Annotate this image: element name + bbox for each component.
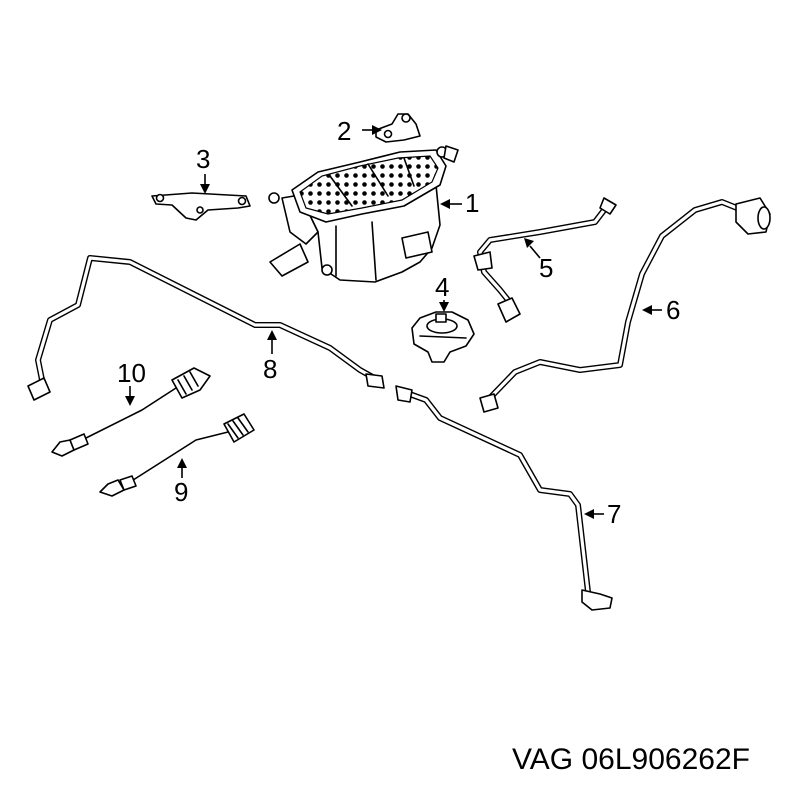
- short-hose: [473, 197, 617, 323]
- rear-sensor-pipe: [395, 385, 613, 611]
- long-hose: [479, 197, 771, 413]
- callout-10: 10: [117, 358, 146, 388]
- oxygen-sensor-lower: [99, 413, 255, 497]
- callout-6: 6: [666, 295, 680, 325]
- callout-3: 3: [196, 144, 210, 174]
- callout-7: 7: [607, 499, 621, 529]
- callout-2: 2: [337, 116, 351, 146]
- callout-leaders: [125, 125, 662, 519]
- callout-1: 1: [465, 188, 479, 218]
- part-number-caption: VAG 06L906262F: [512, 743, 750, 776]
- charcoal-canister: [268, 145, 459, 283]
- callout-9: 9: [174, 477, 188, 507]
- callout-4: 4: [435, 272, 449, 302]
- callout-5: 5: [539, 253, 553, 283]
- callout-8: 8: [263, 354, 277, 384]
- front-sensor-pipe: [27, 255, 385, 401]
- oxygen-sensor-upper: [51, 367, 211, 457]
- purge-valve: [411, 311, 475, 363]
- small-bracket: [375, 113, 421, 143]
- mounting-bracket: [151, 192, 251, 221]
